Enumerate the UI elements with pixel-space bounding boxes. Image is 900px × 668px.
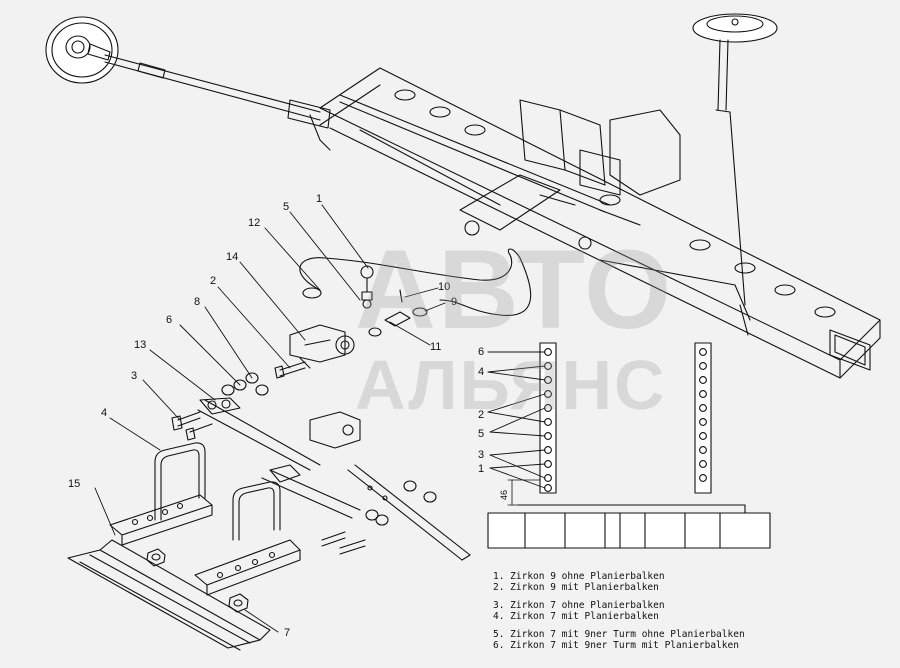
tower-assembly bbox=[459, 99, 681, 250]
hex-nut-left bbox=[146, 548, 166, 567]
callout-15: 15 bbox=[68, 478, 80, 490]
leveler-arm bbox=[197, 397, 321, 471]
plate-label-4: 4 bbox=[478, 366, 484, 378]
callout-8: 8 bbox=[194, 296, 200, 308]
hex-nut bbox=[228, 593, 249, 613]
callout-7: 7 bbox=[284, 627, 290, 639]
dimension-line bbox=[507, 479, 541, 506]
clamp-plate-right bbox=[194, 539, 301, 596]
leveler-arm-right bbox=[261, 464, 437, 555]
plate-label-1: 1 bbox=[478, 463, 484, 475]
spring-part bbox=[299, 248, 532, 316]
legend-item-4: 4. Zirkon 7 mit Planierbalken bbox=[493, 610, 659, 622]
u-bolt-right bbox=[232, 481, 281, 541]
right-marker-disc bbox=[692, 13, 778, 336]
callout-3: 3 bbox=[131, 370, 137, 382]
legend-item-2: 2. Zirkon 9 mit Planierbalken bbox=[493, 581, 659, 593]
hex-bolts bbox=[171, 411, 213, 441]
bolt-part bbox=[274, 361, 306, 379]
leveling-board-beam bbox=[67, 539, 271, 651]
left-marker-arm bbox=[104, 54, 331, 151]
callout-4: 4 bbox=[101, 407, 107, 419]
nut-washer-set bbox=[221, 372, 269, 396]
legend-item-1: 1. Zirkon 9 ohne Planierbalken bbox=[493, 571, 665, 582]
plate-detail-base bbox=[487, 504, 771, 549]
callout-11: 11 bbox=[430, 341, 441, 353]
callout-12: 12 bbox=[248, 217, 260, 229]
eyebolt-part bbox=[360, 265, 374, 309]
plate-label-5: 5 bbox=[478, 428, 484, 440]
plate-label-3: 3 bbox=[478, 449, 484, 461]
lower-bracket bbox=[309, 411, 471, 561]
callout-14: 14 bbox=[226, 251, 238, 263]
clamp-plate-left bbox=[109, 494, 213, 546]
plate-label-6: 6 bbox=[478, 346, 484, 358]
callout-5: 5 bbox=[283, 201, 289, 213]
folding-linkage bbox=[339, 94, 751, 321]
callout-2: 2 bbox=[210, 275, 216, 287]
mounting-bracket bbox=[289, 324, 355, 369]
legend-item-3: 3. Zirkon 7 ohne Planierbalken bbox=[493, 600, 665, 612]
main-frame-beam bbox=[319, 67, 881, 379]
u-bolt-left bbox=[154, 442, 206, 521]
left-marker-disc bbox=[45, 16, 119, 84]
legend-item-6: 6. Zirkon 7 mit 9ner Turm mit Planierbal… bbox=[493, 639, 739, 651]
callout-1: 1 bbox=[316, 193, 322, 205]
plate-detail-right bbox=[694, 342, 712, 494]
variant-legend: 1. Zirkon 9 ohne Planierbalken 2. Zirkon… bbox=[493, 571, 745, 652]
plate-label-leaders bbox=[487, 351, 546, 489]
callout-13: 13 bbox=[134, 339, 146, 351]
callout-9: 9 bbox=[451, 296, 457, 308]
pin-and-washers bbox=[368, 289, 428, 337]
callout-labels: 1 5 12 14 2 8 6 13 3 4 15 10 9 11 7 6 4 … bbox=[68, 193, 509, 639]
legend-item-5: 5. Zirkon 7 mit 9ner Turm ohne Planierba… bbox=[493, 629, 745, 641]
plate-detail-left bbox=[539, 342, 557, 494]
callout-leaders bbox=[94, 204, 446, 633]
callout-6: 6 bbox=[166, 314, 172, 326]
callout-10: 10 bbox=[438, 281, 450, 293]
plate-label-2: 2 bbox=[478, 409, 484, 421]
dimension-label: 46 bbox=[499, 490, 509, 500]
